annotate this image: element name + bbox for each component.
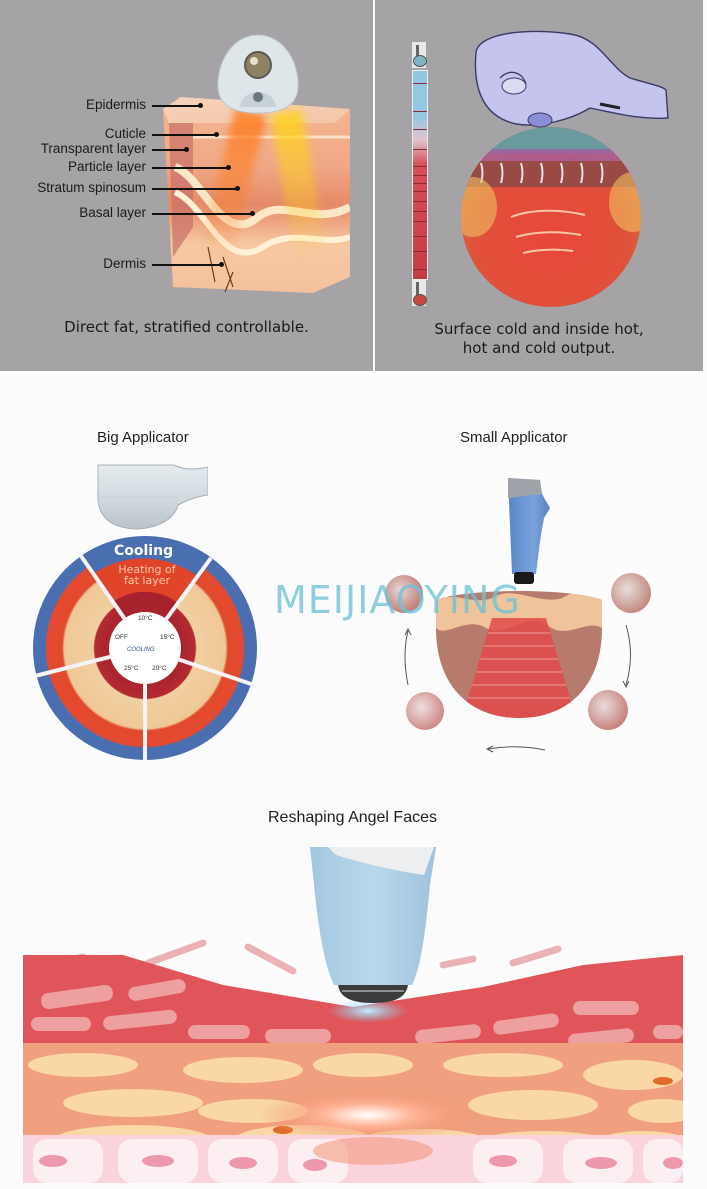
dial-setting-10c: 10°C xyxy=(138,615,153,622)
watermark-text: MEIJIAOYING xyxy=(274,578,521,622)
leader-line xyxy=(152,186,240,191)
dial-setting-off: OFF xyxy=(115,634,128,641)
panel-caption: Direct fat, stratified controllable. xyxy=(64,318,309,336)
cooling-heating-dial xyxy=(33,536,257,760)
handpiece-icon xyxy=(217,34,299,114)
hot-cold-tissue-sphere xyxy=(461,127,641,307)
reshaping-handpiece-icon xyxy=(310,847,436,1003)
reshaping-title: Reshaping Angel Faces xyxy=(268,809,437,826)
handpiece-icon xyxy=(474,30,669,128)
leader-line xyxy=(152,147,189,152)
dial-setting-20c: 20°C xyxy=(152,665,167,672)
cell-detail-circle xyxy=(588,690,628,730)
leader-line xyxy=(152,132,219,137)
heating-label-line1: Heating of xyxy=(118,563,176,576)
label-epidermis: Epidermis xyxy=(85,97,146,112)
cell-detail-circle xyxy=(611,573,651,613)
heating-label-line2: fat layer xyxy=(123,574,171,587)
leader-line xyxy=(152,211,255,216)
dial-setting-15c: 15°C xyxy=(160,634,175,641)
label-dermis: Dermis xyxy=(103,256,146,271)
label-transparent-layer: Transparent layer xyxy=(40,141,146,156)
panel-caption-line2: hot and cold output. xyxy=(462,339,616,357)
tissue-cross-section-illustration xyxy=(436,591,602,718)
skin-layers-panel: Epidermis Cuticle Transparent layer Part… xyxy=(0,0,373,371)
small-applicator-handpiece-icon xyxy=(508,478,550,584)
cell-detail-circle xyxy=(406,692,444,730)
big-applicator-title: Big Applicator xyxy=(97,429,189,446)
cycle-arrows-icon xyxy=(404,624,631,753)
thermometer-icon xyxy=(410,42,428,306)
label-particle-layer: Particle layer xyxy=(67,159,146,174)
label-stratum-spinosum: Stratum spinosum xyxy=(37,180,146,195)
cooling-label: Cooling xyxy=(114,543,174,559)
panel-caption-line1: Surface cold and inside hot, xyxy=(434,320,644,338)
small-applicator-title: Small Applicator xyxy=(460,429,568,446)
dial-center-label: COOLING xyxy=(127,647,155,653)
label-cuticle: Cuticle xyxy=(104,126,146,141)
leader-line xyxy=(152,103,203,108)
leader-line xyxy=(152,165,231,170)
label-basal-layer: Basal layer xyxy=(79,205,146,220)
dial-setting-25c: 25°C xyxy=(124,665,139,672)
cell-detail-circle xyxy=(385,575,423,613)
big-applicator-handpiece-icon xyxy=(97,464,208,530)
skin-reshaping-illustration xyxy=(23,939,683,1183)
leader-line xyxy=(152,262,224,267)
